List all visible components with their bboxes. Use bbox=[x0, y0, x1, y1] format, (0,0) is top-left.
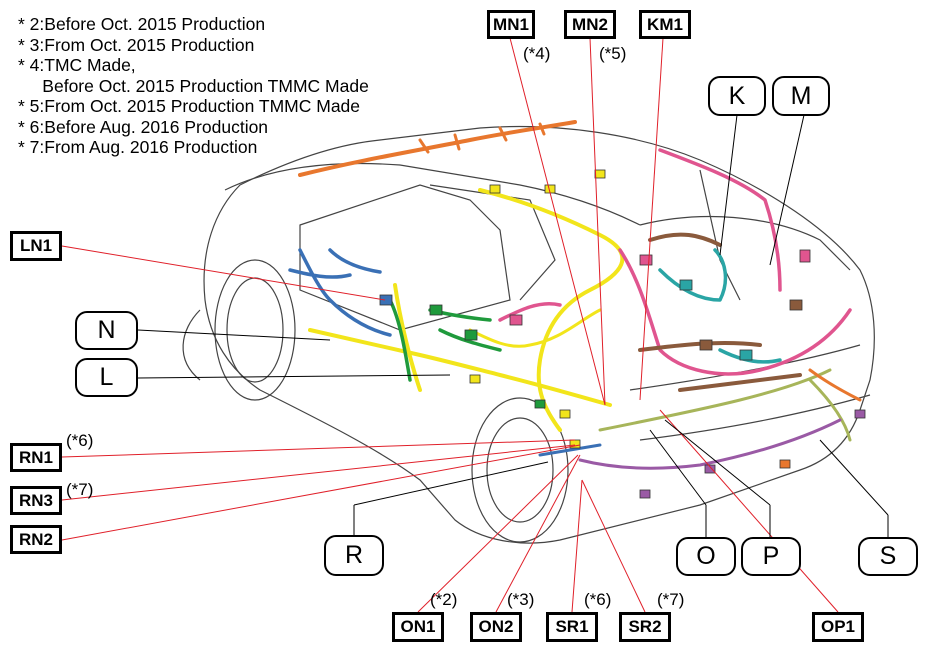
connector-label-on1: ON1 bbox=[392, 612, 444, 642]
footnote-item: * 4:TMC Made, bbox=[18, 55, 136, 75]
footnote-list: * 2:Before Oct. 2015 Production * 3:From… bbox=[18, 14, 369, 158]
footnote-mark-rn1: (*6) bbox=[66, 431, 94, 450]
connector-leader-lines bbox=[61, 37, 839, 613]
connector-label-km1: KM1 bbox=[639, 10, 691, 39]
pink-harness bbox=[498, 148, 852, 376]
footnote-mark-on2: (*3) bbox=[507, 590, 535, 609]
connector-label-op1: OP1 bbox=[812, 612, 864, 642]
connector-label-rn2: RN2 bbox=[10, 525, 62, 554]
footnote-item: * 7:From Aug. 2016 Production bbox=[18, 137, 258, 157]
connector-label-on2: ON2 bbox=[470, 612, 522, 642]
footnote-item: * 6:Before Aug. 2016 Production bbox=[18, 116, 269, 137]
purple-harness bbox=[578, 418, 842, 470]
footnote-mark-rn3: (*7) bbox=[66, 480, 94, 499]
footnote-item: * 2:Before Oct. 2015 Production bbox=[18, 14, 266, 34]
connector-label-ln1: LN1 bbox=[10, 231, 62, 261]
harness-label-n: N bbox=[75, 311, 138, 350]
footnote-item: Before Oct. 2015 Production TMMC Made bbox=[18, 75, 369, 96]
harness-label-p: P bbox=[741, 537, 801, 576]
harness-label-k: K bbox=[708, 76, 766, 116]
harness-leader-lines bbox=[137, 114, 889, 538]
footnote-mark-sr2: (*7) bbox=[657, 590, 685, 609]
harness-label-o: O bbox=[676, 537, 736, 576]
rear-harness bbox=[598, 368, 852, 442]
footnote-item: * 3:From Oct. 2015 Production bbox=[18, 34, 255, 55]
connector-label-mn1: MN1 bbox=[487, 10, 535, 39]
harness-label-m: M bbox=[772, 76, 830, 116]
connector-label-mn2: MN2 bbox=[564, 10, 616, 39]
footnote-mark-on1: (*2) bbox=[430, 590, 458, 609]
footnote-mark-mn2: (*5) bbox=[599, 44, 627, 63]
vehicle-outline bbox=[182, 125, 875, 544]
footnote-mark-sr1: (*6) bbox=[584, 590, 612, 609]
roof-harness bbox=[298, 120, 577, 177]
harness-wires bbox=[288, 120, 862, 470]
footnote-mark-mn1: (*4) bbox=[523, 44, 551, 63]
harness-label-r: R bbox=[324, 535, 384, 576]
harness-label-s: S bbox=[858, 537, 918, 576]
teal-harness bbox=[658, 248, 782, 364]
connector-blocks bbox=[379, 169, 866, 499]
harness-label-l: L bbox=[75, 358, 138, 397]
connector-label-sr1: SR1 bbox=[546, 612, 598, 642]
footnote-item: * 5:From Oct. 2015 Production TMMC Made bbox=[18, 96, 361, 116]
connector-label-sr2: SR2 bbox=[619, 612, 671, 642]
connector-label-rn3: RN3 bbox=[10, 486, 62, 515]
connector-label-rn1: RN1 bbox=[10, 443, 62, 472]
blue-harness bbox=[288, 248, 392, 337]
yellow-harness bbox=[308, 328, 612, 407]
